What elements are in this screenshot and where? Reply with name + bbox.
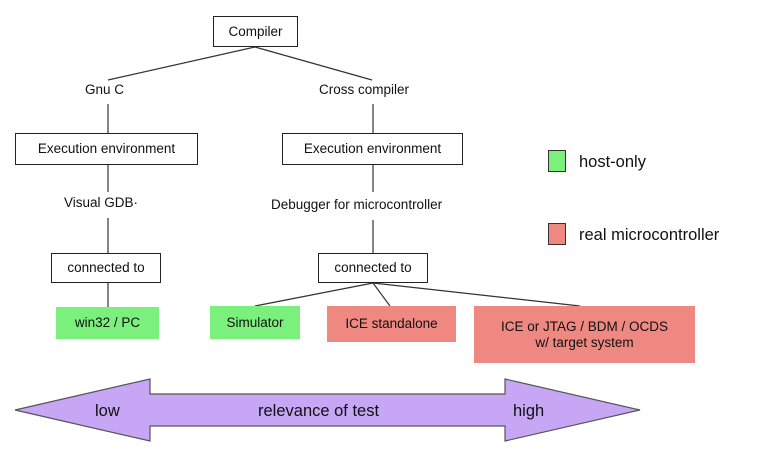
connected-to-left-box: connected to — [51, 253, 161, 283]
legend-real-microcontroller-label: real microcontroller — [579, 226, 720, 244]
line-connected-simulator — [254, 282, 374, 307]
execution-environment-left-label: Execution environment — [37, 141, 176, 156]
compiler-box: Compiler — [213, 16, 298, 47]
ice-standalone-label: ICE standalone — [345, 316, 438, 331]
simulator-label: Simulator — [226, 314, 284, 330]
line-connected-jtag — [372, 282, 581, 307]
simulator-box: Simulator — [210, 306, 300, 339]
execution-environment-right-label: Execution environment — [303, 141, 442, 156]
connected-to-right-label: connected to — [334, 260, 412, 275]
ice-jtag-box: ICE or JTAG / BDM / OCDS w/ target syste… — [474, 306, 695, 363]
legend-real-microcontroller-swatch — [548, 223, 566, 245]
line-root-right — [254, 46, 373, 81]
relevance-double-arrow — [14, 378, 641, 442]
line-connected-ice — [372, 282, 391, 307]
connected-to-left-label: connected to — [67, 260, 145, 275]
compiler-label: Compiler — [228, 23, 283, 39]
debugger-microcontroller-label: Debugger for microcontroller — [270, 197, 444, 212]
connected-to-right-box: connected to — [318, 253, 428, 283]
legend-host-only-swatch — [548, 150, 566, 172]
visual-gdb-label: Visual GDB· — [63, 195, 140, 210]
scale-high-label: high — [513, 402, 545, 420]
execution-environment-right-box: Execution environment — [282, 133, 463, 165]
scale-middle-label: relevance of test — [258, 402, 380, 420]
ice-standalone-box: ICE standalone — [327, 306, 456, 342]
cross-compiler-label: Cross compiler — [318, 82, 411, 97]
line-root-left — [107, 46, 256, 81]
win32-pc-box: win32 / PC — [56, 307, 159, 339]
scale-low-label: low — [95, 402, 120, 420]
ice-jtag-label: ICE or JTAG / BDM / OCDS w/ target syste… — [500, 318, 669, 350]
execution-environment-left-box: Execution environment — [15, 133, 198, 165]
win32-pc-label: win32 / PC — [74, 315, 141, 330]
legend-host-only-label: host-only — [579, 153, 646, 171]
gnu-c-label: Gnu C — [84, 82, 126, 97]
